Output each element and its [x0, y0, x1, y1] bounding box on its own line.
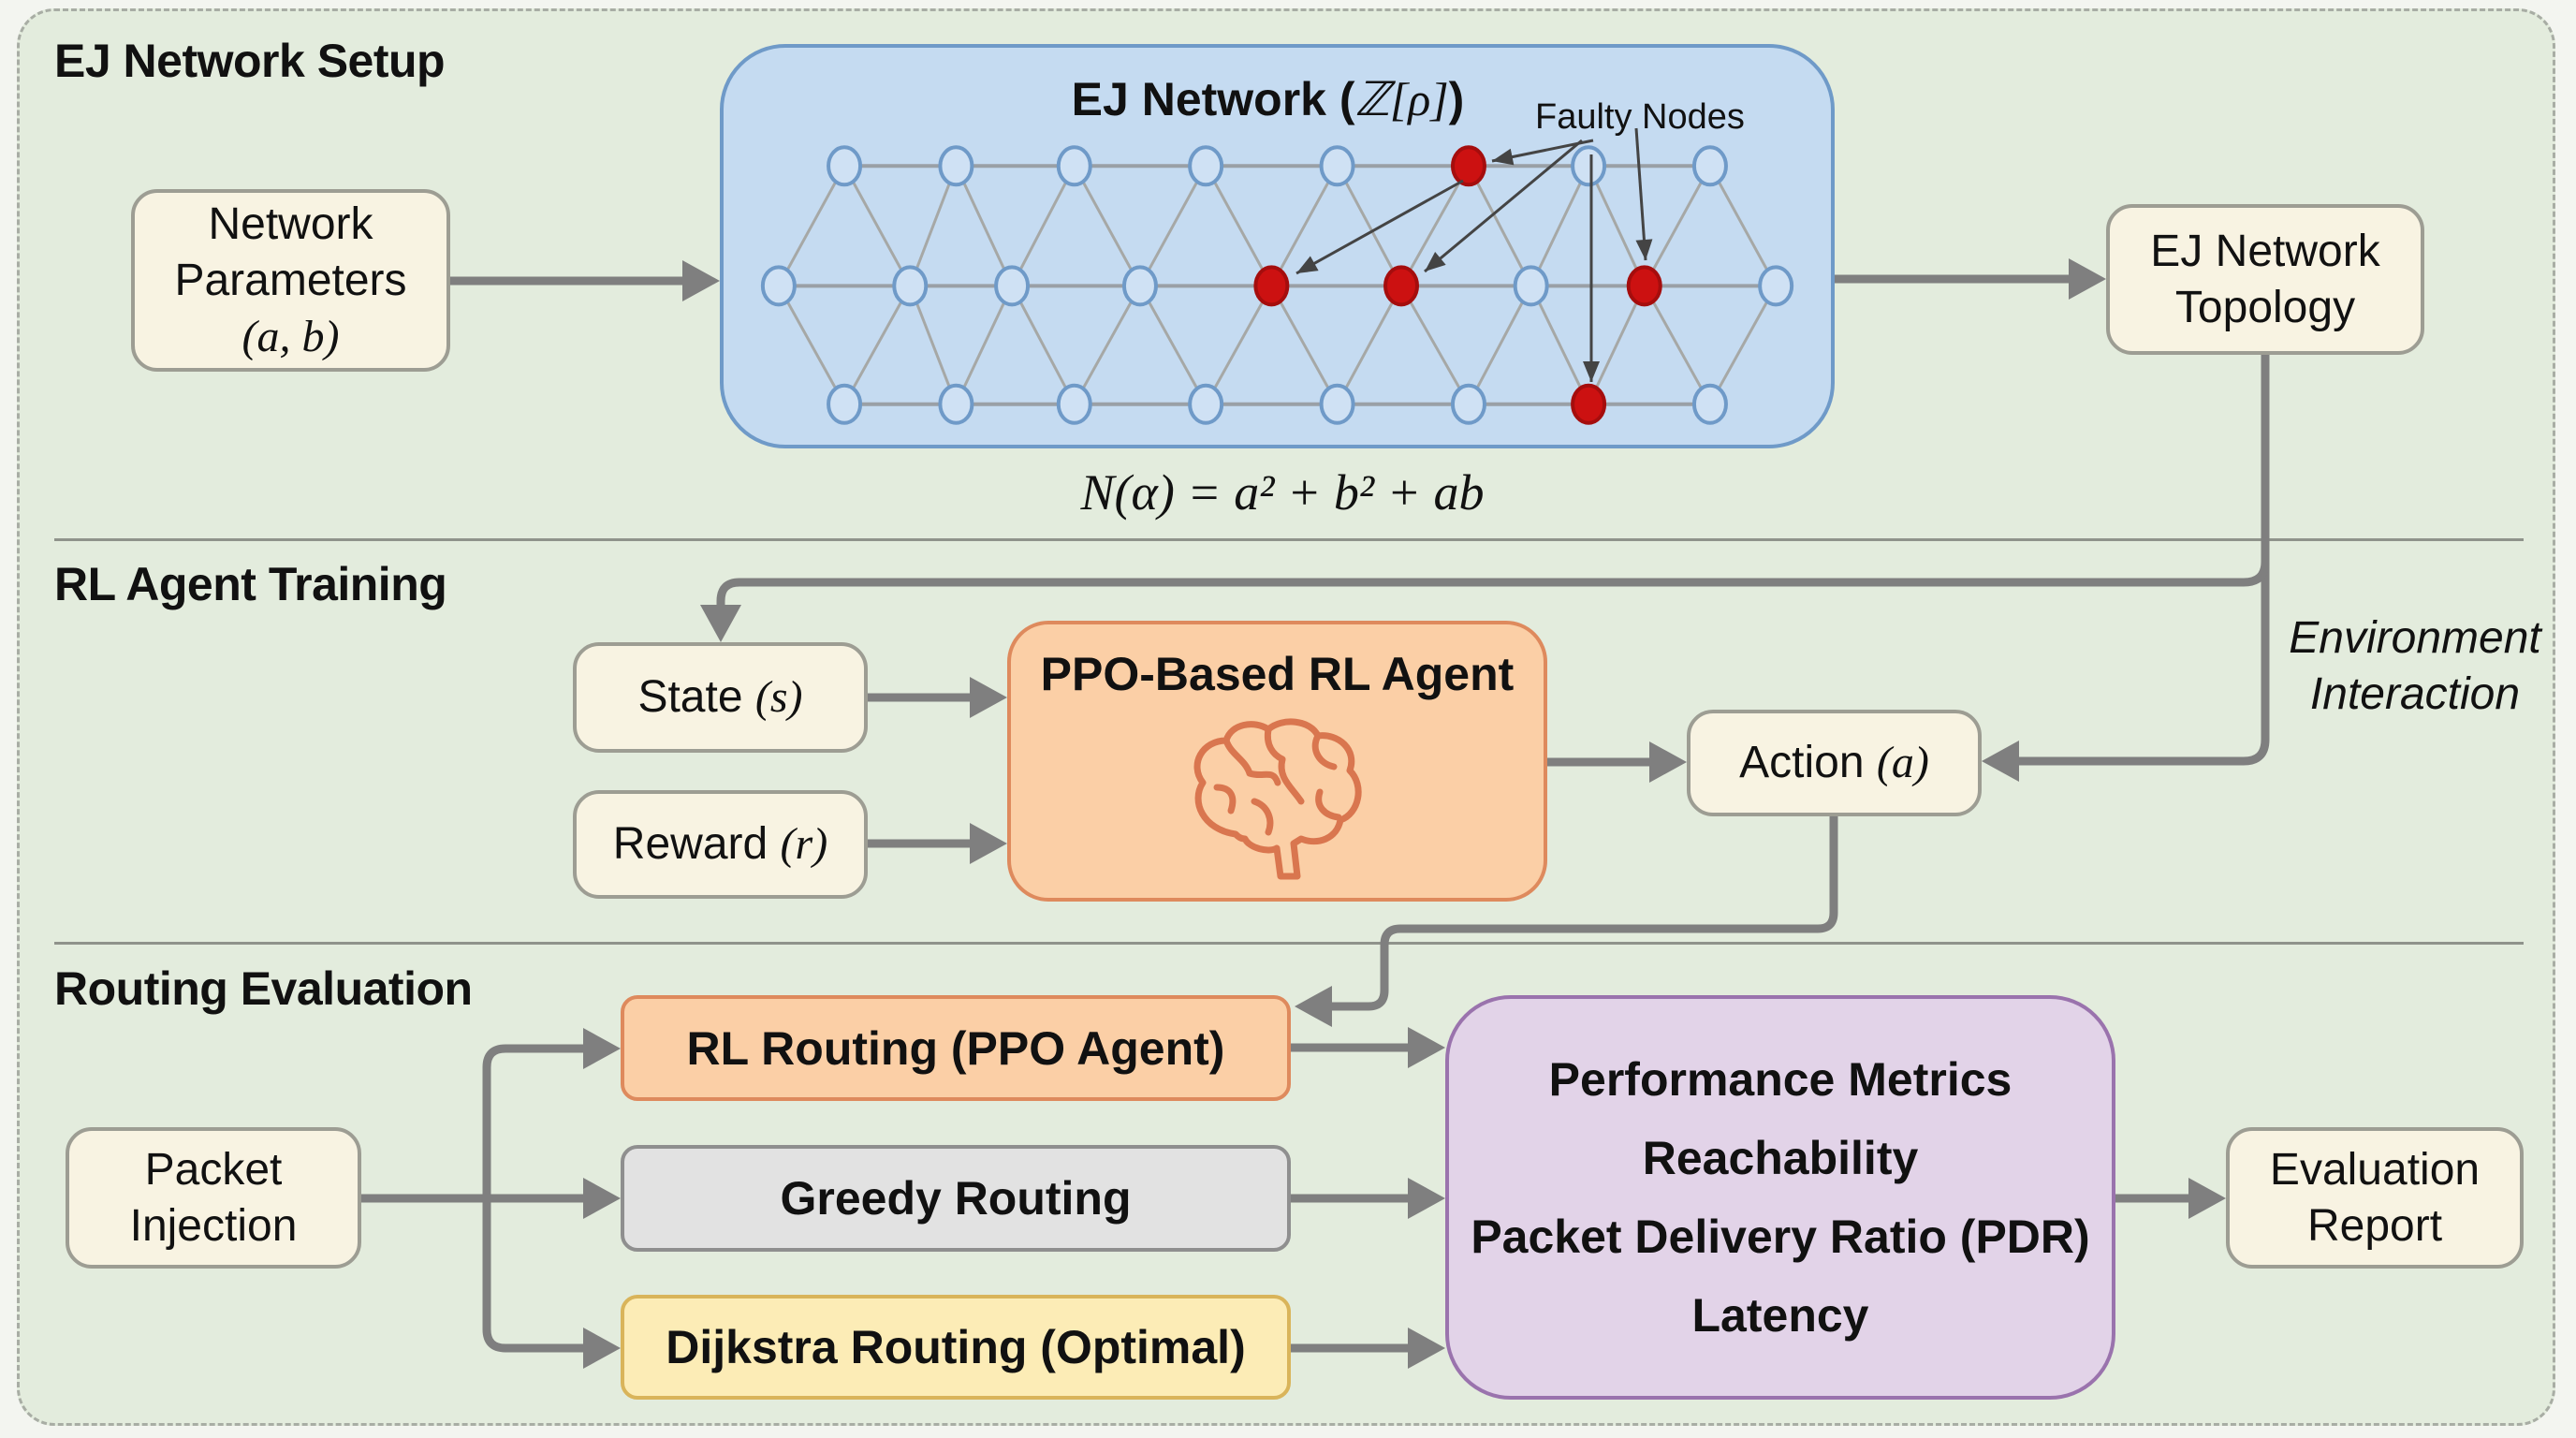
ej-network-title-math: ℤ[ρ] [1354, 73, 1449, 125]
reward-label: Reward [612, 819, 781, 869]
state-label: State [637, 672, 755, 722]
report-line2: Report [2306, 1200, 2443, 1251]
ej-network-title-end: ) [1448, 73, 1465, 125]
injection-line1: Packet [144, 1144, 283, 1195]
env-label-line1: Environment [2289, 613, 2541, 663]
metric-item: Reachability [1642, 1132, 1919, 1184]
section-title-training: RL Agent Training [54, 558, 447, 610]
packet-injection-box[interactable]: Packet Injection [66, 1127, 361, 1269]
norm-formula: N(α) = a² + b² + ab [1080, 464, 1485, 521]
metric-item: Latency [1691, 1289, 1869, 1342]
report-line1: Evaluation [2269, 1144, 2481, 1195]
ej-network-title-text: EJ Network ( [1071, 73, 1355, 125]
rl-routing-box[interactable]: RL Routing (PPO Agent) [621, 995, 1291, 1101]
evaluation-report-box[interactable]: Evaluation Report [2226, 1127, 2524, 1269]
section-title-evaluation: Routing Evaluation [54, 962, 473, 1015]
reward-math: (r) [780, 819, 828, 869]
environment-interaction-label: Environment Interaction [2265, 610, 2565, 723]
action-math: (a) [1876, 738, 1929, 787]
injection-line2: Injection [129, 1200, 298, 1251]
topology-line1: EJ Network [2150, 226, 2380, 276]
network-parameters-box[interactable]: Network Parameters (a, b) [131, 189, 450, 372]
brain-icon [1193, 718, 1361, 880]
reward-box[interactable]: Reward (r) [573, 790, 868, 899]
faulty-nodes-label: Faulty Nodes [1535, 97, 1745, 137]
ppo-agent-box[interactable]: PPO-Based RL Agent [1007, 621, 1547, 902]
metrics-title: Performance Metrics [1548, 1053, 2012, 1106]
section-title-setup: EJ Network Setup [54, 35, 446, 87]
metric-item: Packet Delivery Ratio (PDR) [1471, 1211, 2090, 1263]
state-box[interactable]: State (s) [573, 642, 868, 753]
network-parameters-line2: Parameters [174, 255, 407, 305]
topology-line2: Topology [2174, 282, 2356, 332]
action-label: Action [1739, 738, 1877, 787]
network-parameters-math: (a, b) [242, 311, 340, 361]
dijkstra-routing-box[interactable]: Dijkstra Routing (Optimal) [621, 1295, 1291, 1400]
state-math: (s) [754, 672, 803, 722]
section-divider [54, 942, 2524, 945]
section-divider [54, 538, 2524, 541]
action-box[interactable]: Action (a) [1687, 710, 1982, 816]
greedy-routing-box[interactable]: Greedy Routing [621, 1145, 1291, 1252]
ej-network-topology-box[interactable]: EJ Network Topology [2106, 204, 2424, 355]
ej-network-title: EJ Network (ℤ[ρ]) [1072, 72, 1465, 126]
ppo-agent-title: PPO-Based RL Agent [1040, 648, 1515, 700]
performance-metrics-box[interactable]: Performance Metrics Reachability Packet … [1445, 995, 2115, 1400]
env-label-line2: Interaction [2309, 669, 2521, 719]
network-parameters-line1: Network [208, 198, 373, 249]
